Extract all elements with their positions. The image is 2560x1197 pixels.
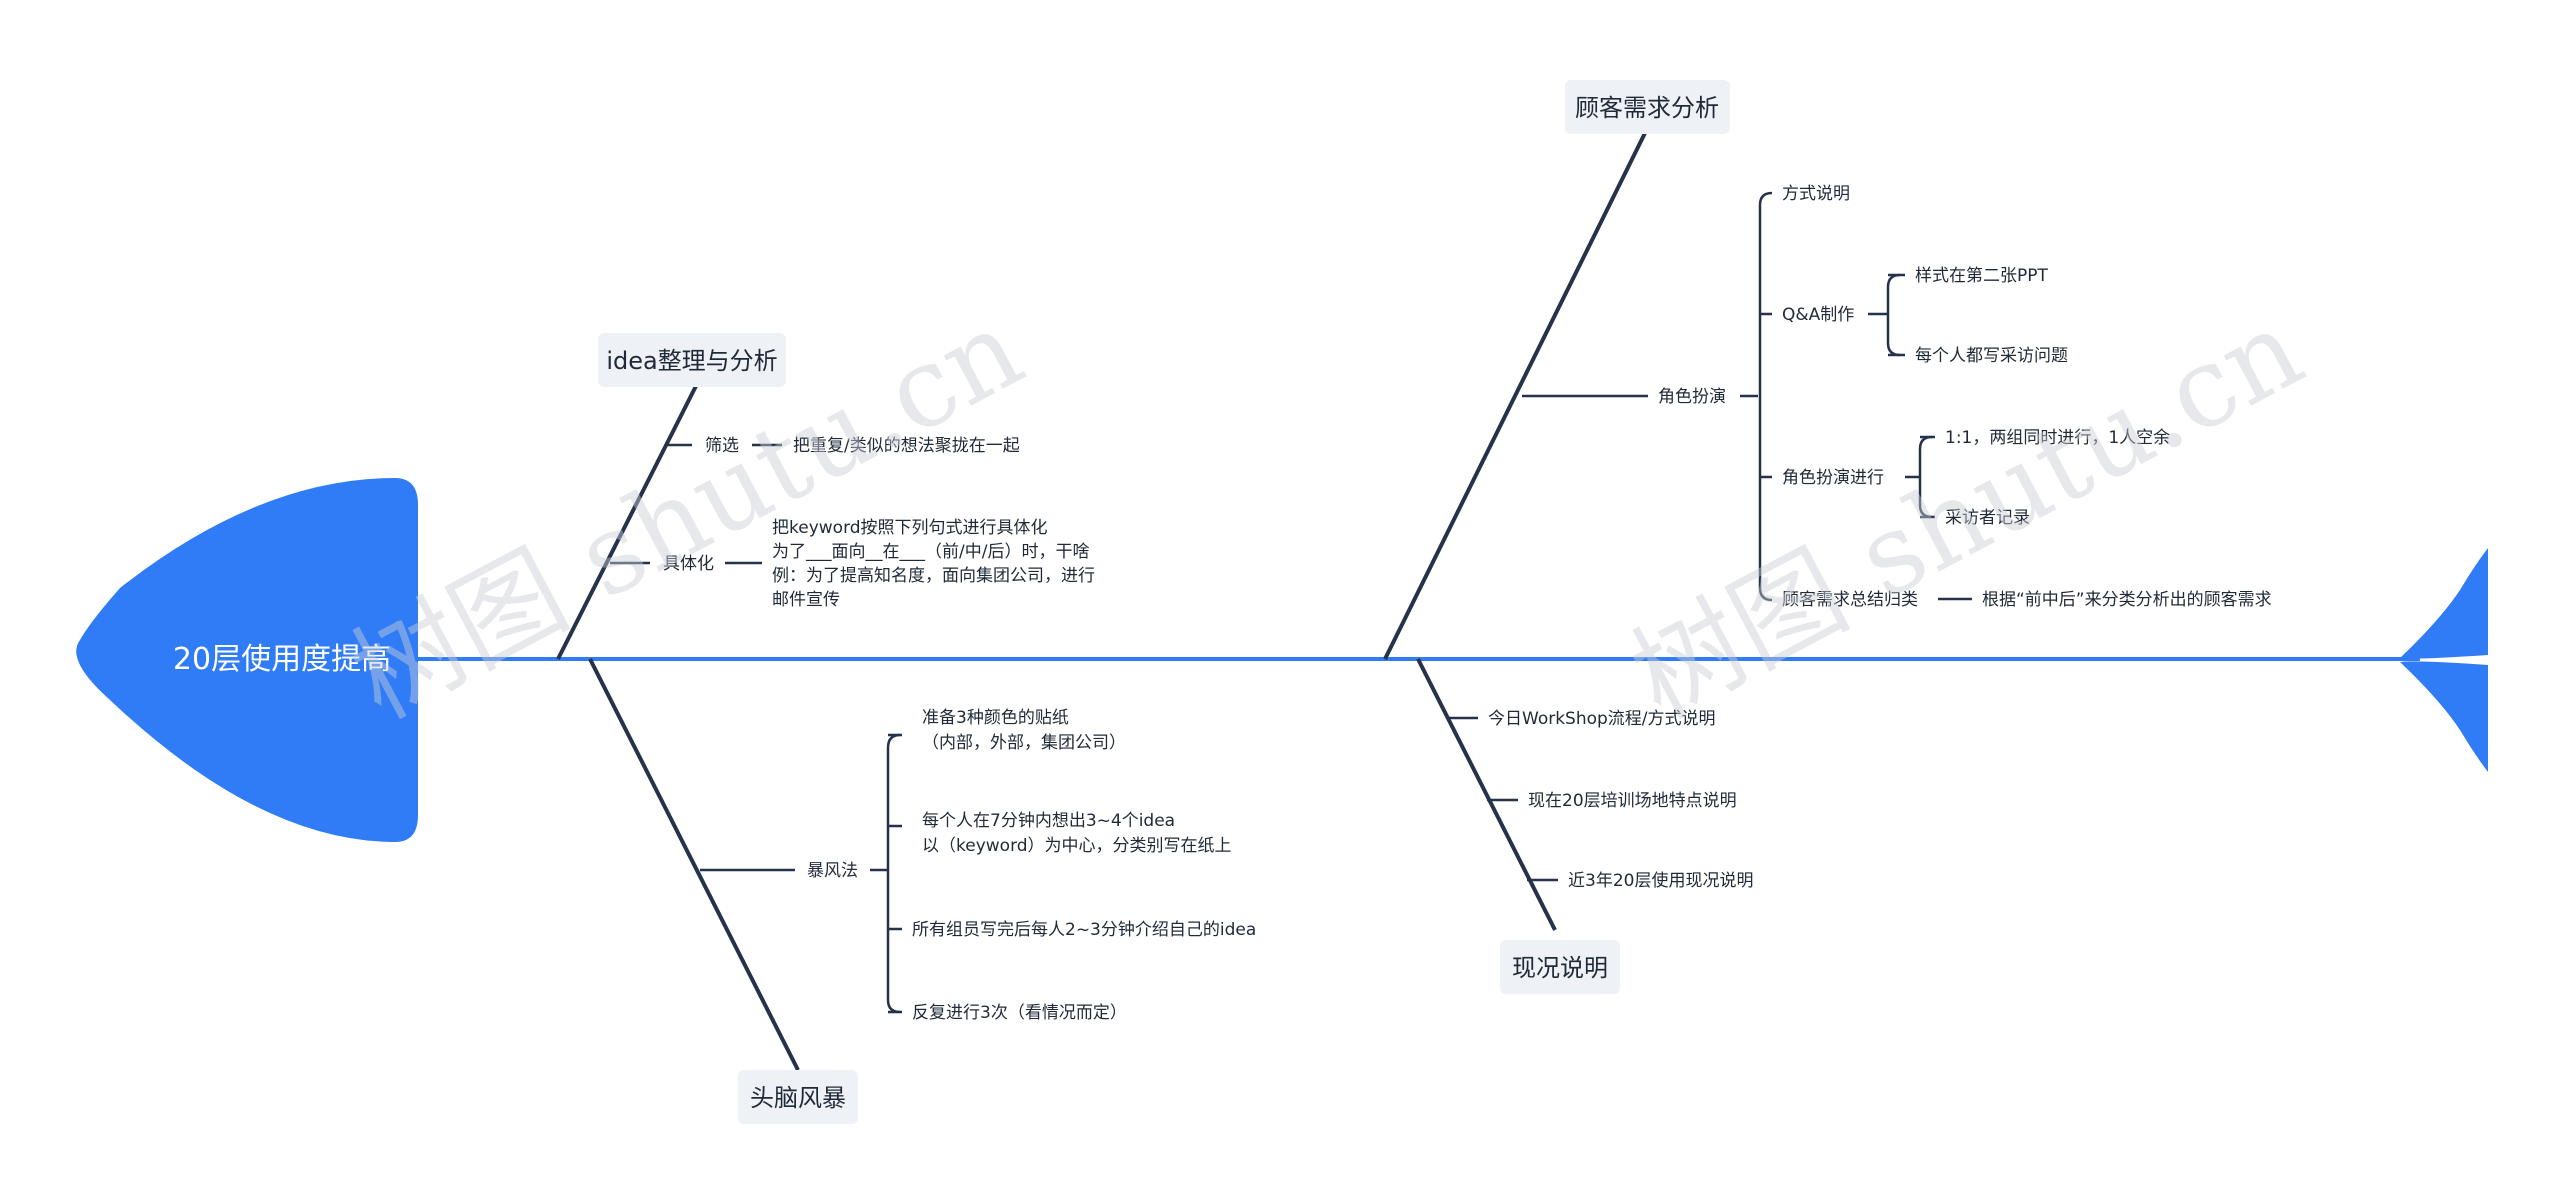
item-jutihua-line-3[interactable]: 例：为了提高知名度，面向集团公司，进行 xyxy=(772,566,1095,586)
bracket-qa xyxy=(1888,275,1900,355)
topic-status-label: 现况说明 xyxy=(1512,954,1608,982)
item-jutihua-line-4[interactable]: 邮件宣传 xyxy=(772,590,840,610)
brainstorm-leaf-1-line-2[interactable]: （内部，外部，集团公司） xyxy=(922,733,1126,753)
brainstorm-leaf-4[interactable]: 反复进行3次（看情况而定） xyxy=(912,1003,1127,1023)
item-jutihua-line-1[interactable]: 把keyword按照下列句式进行具体化 xyxy=(772,518,1048,538)
item-qa[interactable]: Q&A制作 xyxy=(1782,305,1854,325)
item-qa-child-1[interactable]: 样式在第二张PPT xyxy=(1915,266,2049,286)
bracket-role-play xyxy=(1760,193,1772,600)
status-item-2[interactable]: 现在20层培训场地特点说明 xyxy=(1528,791,1737,811)
topic-idea-label: idea整理与分析 xyxy=(606,347,777,375)
item-summary-child[interactable]: 根据“前中后”来分类分析出的顾客需求 xyxy=(1982,590,2272,610)
status-item-3[interactable]: 近3年20层使用现况说明 xyxy=(1568,870,1753,891)
topic-customer-label: 顾客需求分析 xyxy=(1575,94,1719,122)
item-method[interactable]: 方式说明 xyxy=(1782,184,1850,204)
brainstorm-leaf-2-line-1[interactable]: 每个人在7分钟内想出3~4个idea xyxy=(922,811,1175,831)
item-role-play-progress[interactable]: 角色扮演进行 xyxy=(1782,468,1884,488)
brainstorm-leaf-2-line-2[interactable]: 以（keyword）为中心，分类别写在纸上 xyxy=(922,836,1232,856)
item-role-play[interactable]: 角色扮演 xyxy=(1658,387,1726,407)
item-baofengfa[interactable]: 暴风法 xyxy=(807,861,858,881)
item-qa-child-2[interactable]: 每个人都写采访问题 xyxy=(1915,346,2068,366)
topic-brainstorm-label: 头脑风暴 xyxy=(750,1084,846,1112)
bone-brainstorm xyxy=(590,659,798,1070)
bracket-baofengfa xyxy=(888,735,900,1012)
brainstorm-leaf-1-line-1[interactable]: 准备3种颜色的贴纸 xyxy=(922,708,1069,728)
brainstorm-leaf-3[interactable]: 所有组员写完后每人2~3分钟介绍自己的idea xyxy=(912,920,1256,940)
item-jutihua-line-2[interactable]: 为了___面向__在___（前/中/后）时，干啥 xyxy=(772,542,1089,562)
